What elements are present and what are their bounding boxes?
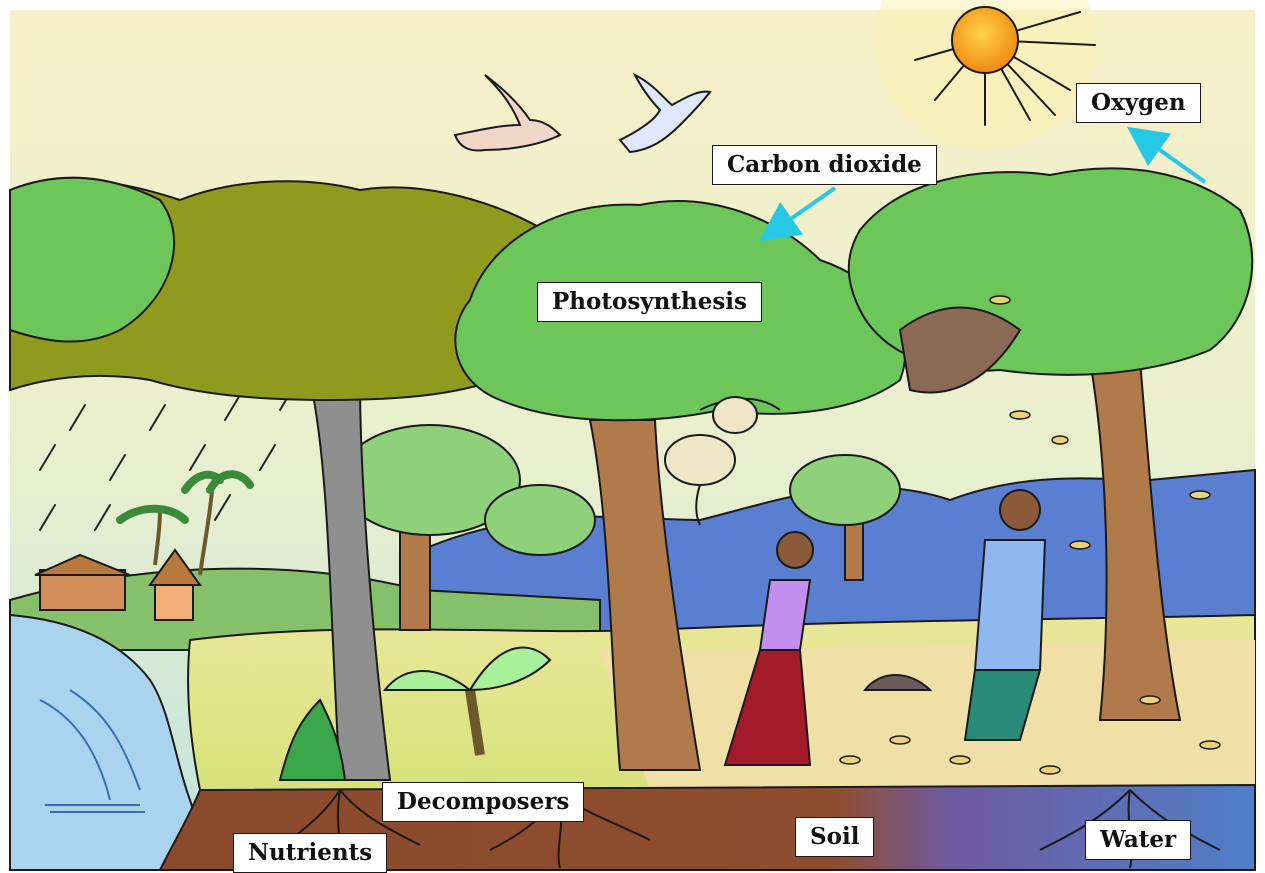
decomposers-label: Decomposers — [382, 782, 584, 822]
water-label: Water — [1085, 820, 1191, 860]
carbon-dioxide-label: Carbon dioxide — [712, 145, 937, 185]
photosynthesis-label: Photosynthesis — [537, 282, 762, 322]
soil-label: Soil — [795, 817, 874, 857]
nutrients-label: Nutrients — [233, 833, 387, 873]
oxygen-label: Oxygen — [1076, 83, 1201, 123]
